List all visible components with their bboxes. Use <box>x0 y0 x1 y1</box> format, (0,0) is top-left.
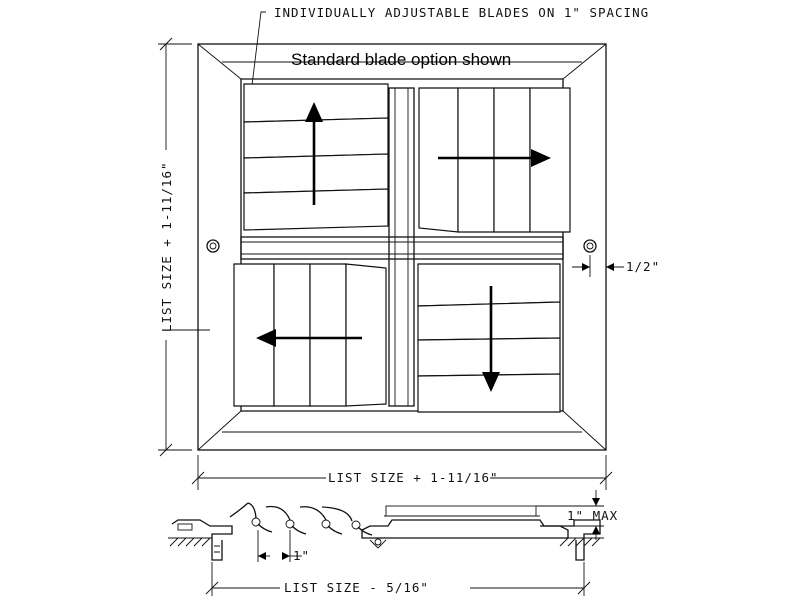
option-shown-title: Standard blade option shown <box>291 50 511 69</box>
horizontal-divider <box>240 236 564 260</box>
blade-spacing-text: 1" <box>293 548 310 563</box>
left-ceiling-hatch <box>168 329 212 547</box>
bevel-tl <box>197 43 242 80</box>
section-view: 1" 1" MAX LIST SIZE - 5/16" <box>168 329 618 596</box>
depth-max-text: 1" MAX <box>567 508 618 523</box>
height-dim-text: LIST SIZE + 1-11/16" <box>159 161 174 332</box>
blades-note-text: INDIVIDUALLY ADJUSTABLE BLADES ON 1" SPA… <box>274 5 649 20</box>
section-dim-text: LIST SIZE - 5/16" <box>284 580 429 595</box>
center-divider <box>240 87 564 407</box>
screw-hole-right <box>583 239 597 253</box>
flange-dimension: 1/2" <box>572 255 660 277</box>
width-dimension: LIST SIZE + 1-11/16" <box>191 455 613 490</box>
blade-spacing-dimension: 1" <box>257 530 310 563</box>
vertical-divider <box>388 87 415 407</box>
blades-leader-line <box>247 11 266 119</box>
screw-hole-left <box>206 239 220 253</box>
bevel-tr <box>562 43 607 80</box>
blade-profiles <box>229 502 373 536</box>
quadrant-top-right-blades <box>418 87 571 233</box>
width-dim-text: LIST SIZE + 1-11/16" <box>328 470 499 485</box>
right-ceiling-hatch <box>559 537 601 547</box>
left-frame-profile <box>171 519 233 561</box>
frame-outer <box>197 43 607 451</box>
airflow-arrows <box>256 102 551 392</box>
bevel-br <box>562 410 607 451</box>
center-section <box>361 519 569 539</box>
height-dimension: LIST SIZE + 1-11/16" <box>158 37 192 457</box>
quadrant-bottom-right-blades <box>417 263 561 413</box>
flange-dim-text: 1/2" <box>626 259 660 274</box>
section-dimension: LIST SIZE - 5/16" <box>205 562 591 596</box>
depth-max-dimension: 1" MAX <box>536 490 618 540</box>
bevel-bl <box>197 410 242 451</box>
quadrant-top-left-blades <box>243 83 389 231</box>
quadrant-bottom-left-blades <box>233 263 387 407</box>
